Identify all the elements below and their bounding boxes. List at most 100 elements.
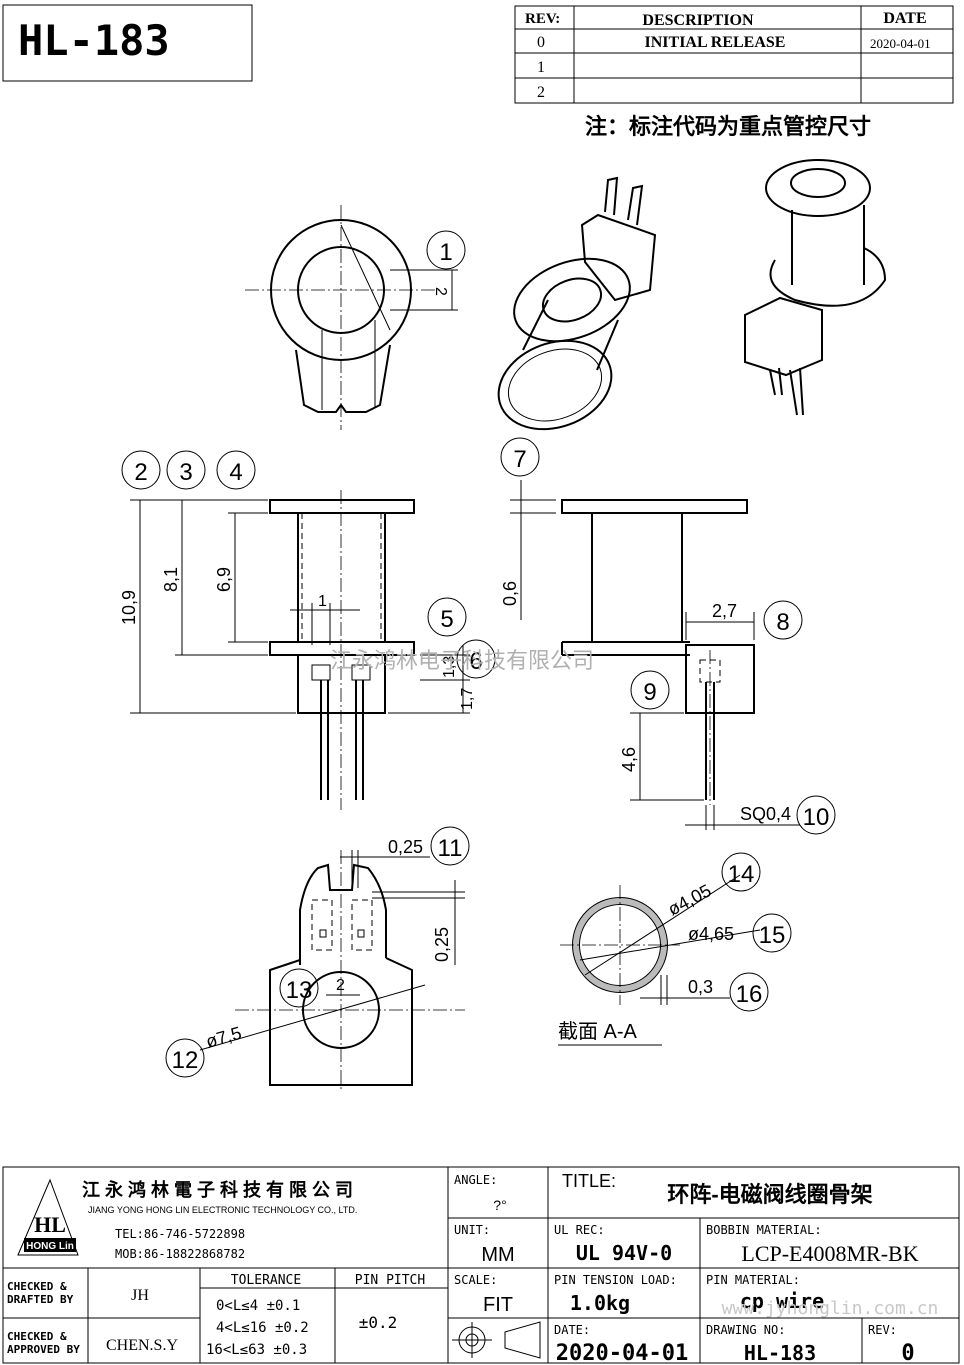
dim-0-3: 0,3 xyxy=(688,977,713,997)
scale-value: FIT xyxy=(483,1294,513,1316)
mob: MOB:86-18822868782 xyxy=(115,1247,245,1261)
iso-view-left xyxy=(497,176,657,431)
revision-table: REV: DESCRIPTION DATE 0 INITIAL RELEASE … xyxy=(514,5,954,104)
callout-2: 2 xyxy=(121,450,161,490)
callout-1: 1 xyxy=(426,230,466,270)
svg-text:13: 13 xyxy=(286,977,313,1004)
ul-value: UL 94V-0 xyxy=(576,1241,672,1265)
svg-text:5: 5 xyxy=(440,606,453,633)
company-en: JIANG YONG HONG LIN ELECTRONIC TECHNOLOG… xyxy=(88,1205,357,1215)
tel: TEL:86-746-5722898 xyxy=(115,1227,245,1241)
callout-11: 11 xyxy=(430,826,470,866)
checked-approved-label-text-line2: APPROVED BY xyxy=(7,1343,80,1356)
rev-2: 2 xyxy=(537,84,545,101)
checked-drafted-value: JH xyxy=(131,1287,149,1304)
checked-drafted-label-text-line2: DRAFTED BY xyxy=(7,1293,74,1306)
drawing-no-label: DRAWING NO: xyxy=(706,1323,785,1337)
svg-text:12: 12 xyxy=(172,1047,199,1074)
callout-8: 8 xyxy=(763,600,803,640)
checked-drafted-label-text: CHECKED & xyxy=(7,1280,67,1293)
callout-10: 10 xyxy=(796,795,836,835)
svg-text:16: 16 xyxy=(736,981,763,1008)
logo-text: HONG Lin xyxy=(26,1241,74,1252)
angle-value: ?° xyxy=(493,1197,506,1213)
tolerance-3: 16<L≤63 ±0.3 xyxy=(206,1342,307,1358)
callout-16: 16 xyxy=(729,972,769,1012)
bottom-view: 0,25 0,25 2 ø7,5 xyxy=(199,837,465,1090)
angle-label: ANGLE: xyxy=(454,1173,497,1187)
rev-0: 0 xyxy=(537,34,545,51)
dim-top-2: 2 xyxy=(432,287,449,296)
section-label: 截面 A-A xyxy=(558,1020,638,1043)
unit-value: MM xyxy=(481,1244,514,1266)
svg-text:8: 8 xyxy=(776,609,789,636)
dim-8-1: 8,1 xyxy=(161,567,181,592)
watermark: 江永鸿林电子科技有限公司 xyxy=(330,648,594,673)
checked-approved-label-text: CHECKED & xyxy=(7,1330,67,1343)
svg-text:9: 9 xyxy=(643,679,656,706)
checked-drafted-label: CHECKED & DRAFTED BY xyxy=(7,1280,74,1306)
title-label: TITLE: xyxy=(562,1171,616,1191)
dim-dia-4-05: ø4,05 xyxy=(664,880,714,919)
company-logo: HONG Lin HL xyxy=(17,1178,79,1256)
callout-3: 3 xyxy=(166,450,206,490)
dim-2-7: 2,7 xyxy=(712,601,737,621)
dim-1: 1 xyxy=(318,593,327,610)
unit-label: UNIT: xyxy=(454,1223,490,1237)
pin-material-label: PIN MATERIAL: xyxy=(706,1273,800,1287)
dim-dia-4-65: ø4,65 xyxy=(688,924,734,944)
rev-header: REV: xyxy=(525,11,560,27)
dim-0-25-a: 0,25 xyxy=(388,837,423,857)
svg-text:15: 15 xyxy=(759,922,786,949)
pin-pitch-label: PIN PITCH xyxy=(355,1273,425,1288)
pin-pitch-value: ±0.2 xyxy=(359,1313,398,1332)
part-number-box: HL-183 xyxy=(2,4,253,82)
rev-label: REV: xyxy=(868,1323,897,1337)
checked-approved-label: CHECKED & APPROVED BY xyxy=(7,1330,80,1356)
scale-label: SCALE: xyxy=(454,1273,497,1287)
svg-text:10: 10 xyxy=(803,804,830,831)
tolerance-label: TOLERANCE xyxy=(231,1273,301,1288)
checked-approved-value: CHEN.S.Y xyxy=(106,1337,178,1354)
rev-1: 1 xyxy=(537,59,545,76)
date-value: 2020-04-01 xyxy=(556,1341,688,1365)
bobbin-value: LCP-E4008MR-BK xyxy=(741,1241,918,1266)
callout-15: 15 xyxy=(752,913,792,953)
dim-10-9: 10,9 xyxy=(119,590,139,625)
callout-5: 5 xyxy=(427,597,467,637)
svg-text:11: 11 xyxy=(438,835,463,862)
drawing-no-value: HL-183 xyxy=(744,1341,816,1365)
website: www.jyhonglin.com.cn xyxy=(722,1298,939,1319)
svg-text:14: 14 xyxy=(728,861,755,888)
ul-label: UL REC: xyxy=(554,1223,605,1237)
dim-0-6: 0,6 xyxy=(500,581,520,606)
svg-text:6: 6 xyxy=(469,648,482,675)
front-view: 10,9 8,1 6,9 1 1,3 1,7 xyxy=(119,490,476,810)
pin-tension-label: PIN TENSION LOAD: xyxy=(554,1273,677,1287)
projection-symbol xyxy=(452,1321,541,1359)
title-block: HONG Lin HL 江 永 鸿 林 電 子 科 技 有 限 公 司 JIAN… xyxy=(2,1166,960,1365)
tolerance-1: 0<L≤4 ±0.1 xyxy=(216,1298,300,1314)
date-label: DATE: xyxy=(554,1323,590,1337)
iso-view-right xyxy=(744,159,887,416)
section-a-a: ø4,05 ø4,65 0,3 截面 A-A xyxy=(558,874,761,1046)
callout-6: 6 xyxy=(456,639,496,679)
dim-0-25-b: 0,25 xyxy=(432,927,452,962)
callout-9: 9 xyxy=(630,670,670,710)
pin-material-value: cp wire xyxy=(740,1289,824,1313)
callout-12: 12 xyxy=(165,1038,205,1078)
tolerance-2: 4<L≤16 ±0.2 xyxy=(216,1320,309,1336)
callout-4: 4 xyxy=(216,450,256,490)
svg-text:1: 1 xyxy=(439,239,452,266)
callout-13: 13 xyxy=(279,968,319,1008)
rev-value: 0 xyxy=(901,1341,914,1365)
svg-text:2: 2 xyxy=(134,459,147,486)
dim-6-9: 6,9 xyxy=(214,567,234,592)
description-header: DESCRIPTION xyxy=(642,12,754,29)
title-value: 环阵-电磁阀线圈骨架 xyxy=(667,1182,872,1207)
rev-0-description: INITIAL RELEASE xyxy=(645,34,786,51)
svg-text:HL: HL xyxy=(34,1212,66,1237)
bobbin-label: BOBBIN MATERIAL: xyxy=(706,1223,822,1237)
rev-0-date: 2020-04-01 xyxy=(870,36,931,51)
callout-14: 14 xyxy=(721,852,761,892)
